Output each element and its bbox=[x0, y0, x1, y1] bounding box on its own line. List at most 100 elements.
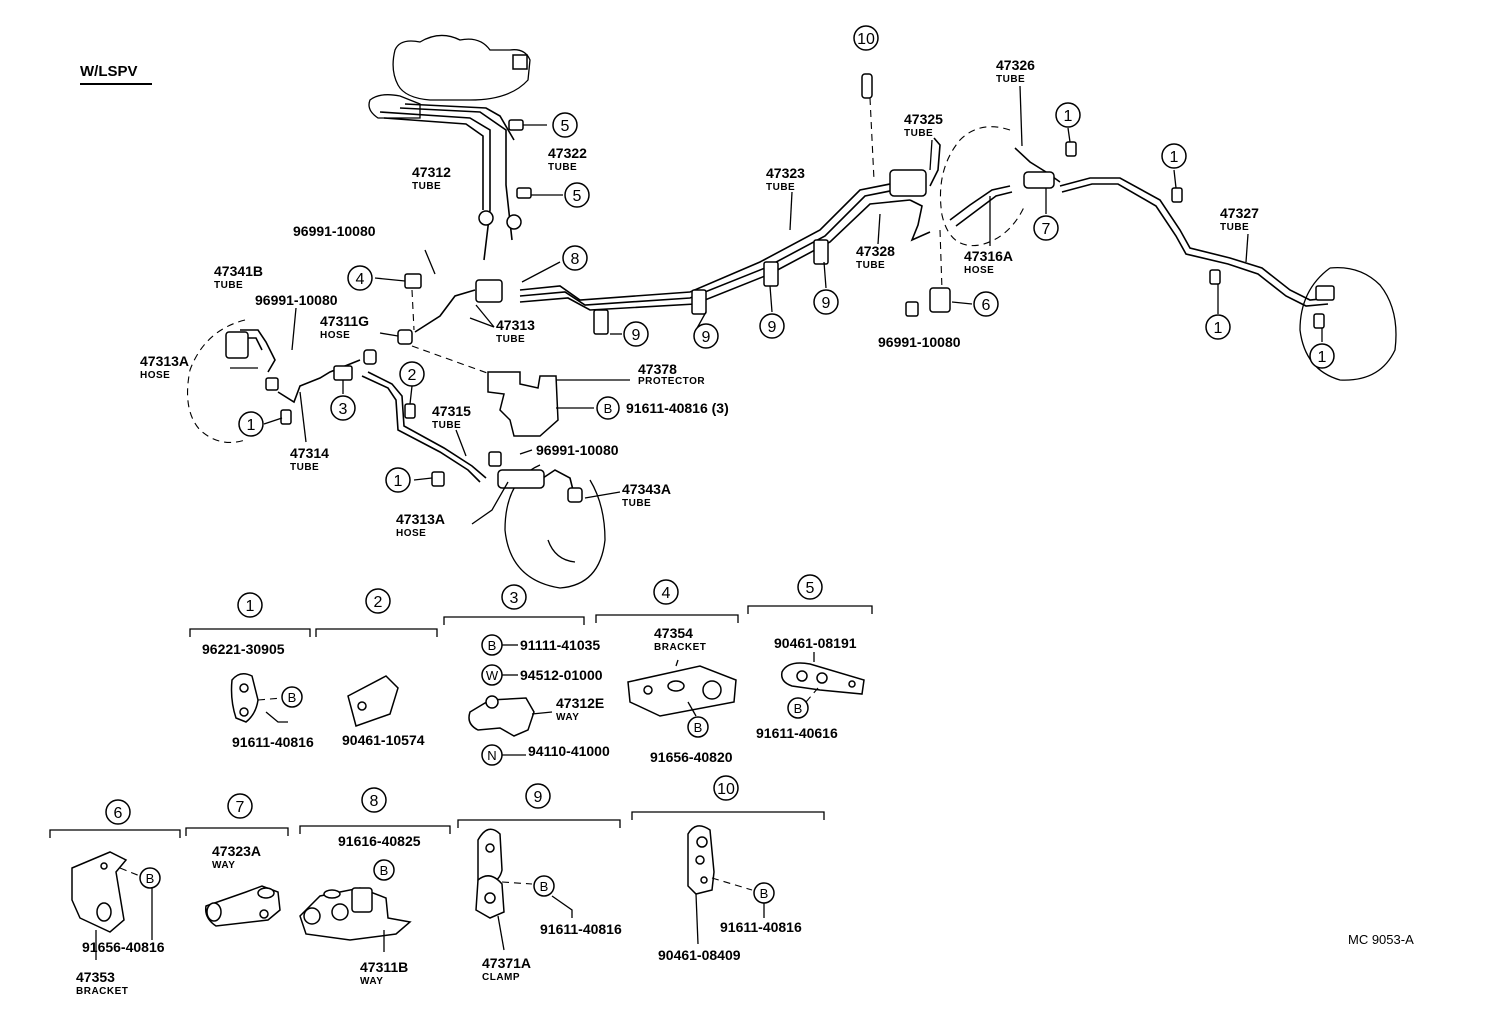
svg-text:B: B bbox=[288, 690, 297, 705]
svg-text:TUBE: TUBE bbox=[412, 181, 441, 192]
svg-text:9: 9 bbox=[632, 327, 641, 344]
svg-text:CLAMP: CLAMP bbox=[482, 972, 520, 983]
svg-text:B: B bbox=[146, 871, 155, 886]
leader-lines bbox=[230, 85, 1323, 525]
svg-text:90461-10574: 90461-10574 bbox=[342, 732, 425, 748]
svg-text:TUBE: TUBE bbox=[548, 162, 577, 173]
callout-5a: 5 bbox=[552, 112, 578, 138]
small-fittings bbox=[225, 73, 1335, 503]
svg-text:96221-30905: 96221-30905 bbox=[202, 641, 285, 657]
detail-brackets bbox=[49, 605, 873, 838]
svg-text:10: 10 bbox=[717, 781, 735, 798]
callout-1f: 1 bbox=[1309, 343, 1335, 369]
callout-9c: 9 bbox=[759, 313, 785, 339]
brake-tubes bbox=[238, 103, 1331, 499]
callout-3: 3 bbox=[330, 395, 356, 421]
diagram-code: MC 9053-A bbox=[1348, 932, 1414, 947]
callout-8: 8 bbox=[562, 245, 588, 271]
svg-text:B: B bbox=[694, 720, 703, 735]
label-96991-b: 96991-10080 bbox=[255, 292, 338, 308]
svg-text:W: W bbox=[486, 668, 499, 683]
svg-text:4: 4 bbox=[662, 585, 671, 602]
svg-text:HOSE: HOSE bbox=[964, 265, 994, 276]
svg-text:TUBE: TUBE bbox=[432, 420, 461, 431]
svg-text:HOSE: HOSE bbox=[320, 330, 350, 341]
svg-text:96991-10080: 96991-10080 bbox=[878, 334, 961, 350]
svg-text:B: B bbox=[380, 863, 389, 878]
detail-group-1: 1 96221-30905 B 91611-40816 bbox=[202, 592, 314, 750]
svg-text:TUBE: TUBE bbox=[214, 280, 243, 291]
detail-group-10: 10 B 91611-40816 90461-08409 bbox=[658, 775, 802, 963]
svg-text:TUBE: TUBE bbox=[1220, 222, 1249, 233]
svg-text:47322: 47322 bbox=[548, 145, 587, 161]
svg-text:1: 1 bbox=[1214, 320, 1223, 337]
callout-5b: 5 bbox=[564, 182, 590, 208]
label-96991-a: 96991-10080 bbox=[293, 223, 376, 239]
svg-text:47311B: 47311B bbox=[360, 959, 408, 975]
svg-text:WAY: WAY bbox=[556, 712, 579, 723]
svg-text:TUBE: TUBE bbox=[856, 260, 885, 271]
detail-group-5: 5 90461-08191 B 91611-40616 bbox=[756, 574, 865, 741]
svg-text:47313A: 47313A bbox=[396, 511, 445, 527]
svg-text:9: 9 bbox=[534, 789, 543, 806]
svg-text:47312E: 47312E bbox=[556, 695, 604, 711]
svg-text:8: 8 bbox=[370, 793, 379, 810]
variant-label: W/LSPV bbox=[80, 63, 138, 80]
svg-text:47314: 47314 bbox=[290, 445, 329, 461]
svg-text:47313A: 47313A bbox=[140, 353, 189, 369]
svg-text:HOSE: HOSE bbox=[396, 528, 426, 539]
callout-1e: 1 bbox=[1205, 314, 1231, 340]
svg-text:47353: 47353 bbox=[76, 969, 115, 985]
svg-text:94110-41000: 94110-41000 bbox=[528, 743, 610, 759]
svg-text:91656-40816: 91656-40816 bbox=[82, 939, 165, 955]
svg-text:5: 5 bbox=[561, 118, 570, 135]
svg-text:TUBE: TUBE bbox=[904, 128, 933, 139]
detail-group-6: 6 B 91656-40816 47353 BRACKET bbox=[71, 799, 165, 997]
callout-4: 4 bbox=[347, 265, 373, 291]
callout-10: 10 bbox=[853, 25, 879, 51]
callout-9b: 9 bbox=[693, 323, 719, 349]
svg-text:TUBE: TUBE bbox=[496, 334, 525, 345]
callout-1c: 1 bbox=[1055, 102, 1081, 128]
svg-text:47316A: 47316A bbox=[964, 248, 1013, 264]
svg-text:3: 3 bbox=[510, 590, 519, 607]
svg-text:WAY: WAY bbox=[360, 976, 383, 987]
svg-text:HOSE: HOSE bbox=[140, 370, 170, 381]
svg-text:BRACKET: BRACKET bbox=[76, 986, 128, 997]
svg-text:TUBE: TUBE bbox=[622, 498, 651, 509]
svg-text:1: 1 bbox=[394, 473, 403, 490]
svg-text:B: B bbox=[604, 401, 613, 416]
svg-text:47313: 47313 bbox=[496, 317, 535, 333]
callout-2: 2 bbox=[399, 361, 425, 387]
svg-text:8: 8 bbox=[571, 251, 580, 268]
svg-text:2: 2 bbox=[408, 367, 417, 384]
callout-6: 6 bbox=[973, 291, 999, 317]
svg-text:47311G: 47311G bbox=[320, 313, 369, 329]
svg-text:TUBE: TUBE bbox=[290, 462, 319, 473]
master-cylinder bbox=[368, 34, 531, 119]
svg-text:47327: 47327 bbox=[1220, 205, 1259, 221]
svg-text:47315: 47315 bbox=[432, 403, 471, 419]
label-91611-40816-3: 91611-40816 (3) bbox=[626, 400, 729, 416]
svg-text:6: 6 bbox=[982, 297, 991, 314]
detail-group-8: 8 91616-40825 B 47311B WAY bbox=[299, 787, 421, 987]
svg-text:6: 6 bbox=[114, 805, 123, 822]
detail-group-2: 2 90461-10574 bbox=[342, 588, 425, 748]
svg-text:10: 10 bbox=[857, 31, 875, 48]
svg-text:91611-40816 (3): 91611-40816 (3) bbox=[626, 400, 729, 416]
svg-text:91111-41035: 91111-41035 bbox=[520, 637, 600, 653]
svg-text:TUBE: TUBE bbox=[766, 182, 795, 193]
